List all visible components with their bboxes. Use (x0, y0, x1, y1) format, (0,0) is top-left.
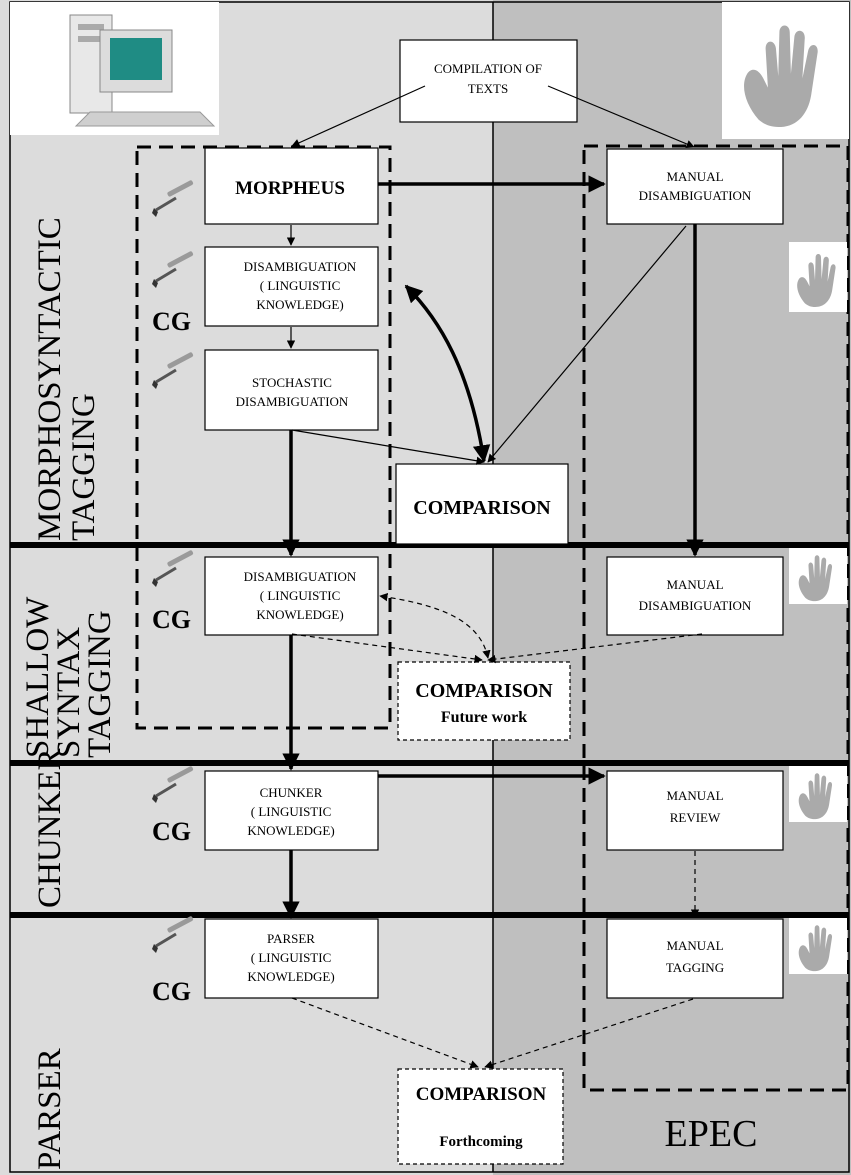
epec-label: EPEC (665, 1113, 758, 1155)
stage-separator (10, 760, 849, 766)
comparison-label: COMPARISON (415, 680, 553, 702)
automatic-group-outline (135, 145, 392, 730)
stage-label-shallow: SHALLOW (20, 596, 56, 758)
chunker-label: ( LINGUISTIC (251, 804, 332, 819)
comparison-box (397, 1068, 564, 1165)
compilation-label: COMPILATION OF (434, 61, 542, 76)
stage-separator (10, 542, 849, 548)
stage-separator (10, 912, 849, 918)
computer-icon (10, 2, 219, 135)
manual-review-label: REVIEW (670, 810, 721, 825)
manual-review-box (606, 770, 784, 851)
disambiguation-box (204, 556, 379, 636)
manual-disambiguation-box (606, 556, 784, 636)
comparison-label: Future work (441, 709, 527, 726)
stage-label-morphosyntactic: MORPHOSYNTACTIC (32, 217, 68, 541)
flow-arrow (547, 85, 695, 148)
manual-disambiguation-label: MANUAL (666, 169, 723, 184)
stage-label-shallow: SYNTAX (51, 627, 87, 758)
manual-disambiguation-box (606, 148, 784, 225)
chunker-label: CHUNKER (260, 785, 323, 800)
flow-arrow (291, 633, 483, 664)
comparison-label: COMPARISON (416, 1084, 547, 1105)
disambiguation-box (204, 246, 379, 327)
chunker-box (204, 770, 379, 851)
parser-box (204, 918, 379, 999)
manual-tagging-box (606, 918, 784, 999)
disambiguation-label: ( LINGUISTIC (260, 278, 341, 293)
stochastic-box (204, 349, 379, 431)
manual-disambiguation-label: DISAMBIGUATION (639, 188, 752, 203)
stage-label-shallow: TAGGING (82, 610, 118, 758)
compilation-label: TEXTS (468, 81, 508, 96)
epec-group-outline (582, 144, 850, 1092)
morpheus-label: MORPHEUS (235, 178, 345, 199)
stochastic-label: DISAMBIGUATION (236, 394, 349, 409)
manual-tagging-label: MANUAL (666, 938, 723, 953)
parser-label: ( LINGUISTIC (251, 950, 332, 965)
comparison-label: COMPARISON (413, 497, 551, 519)
disambiguation-label: DISAMBIGUATION (244, 259, 357, 274)
stage-label-chunker: CHUNKER (32, 748, 68, 908)
stochastic-label: STOCHASTIC (252, 375, 332, 390)
hand-icon (722, 2, 849, 139)
compilation-box (399, 39, 578, 123)
parser-label: PARSER (267, 931, 315, 946)
hand-icon (789, 242, 847, 312)
comparison-box (395, 463, 569, 545)
disambiguation-label: KNOWLEDGE) (256, 297, 343, 312)
morpheus-box (204, 147, 379, 225)
cg-label: CG (152, 605, 191, 634)
stage-label-parser: PARSER (32, 1048, 68, 1170)
stage-label-morphosyntactic: TAGGING (66, 393, 102, 541)
disambiguation-label: DISAMBIGUATION (244, 569, 357, 584)
manual-disambiguation-label: MANUAL (666, 577, 723, 592)
disambiguation-label: KNOWLEDGE) (256, 607, 343, 622)
manual-disambiguation-label: DISAMBIGUATION (639, 598, 752, 613)
flow-arrow (487, 225, 687, 463)
cg-label: CG (152, 977, 191, 1006)
disambiguation-label: ( LINGUISTIC (260, 588, 341, 603)
comparison-label: Forthcoming (439, 1134, 523, 1150)
flow-arrow (404, 284, 491, 463)
hand-icon (789, 918, 847, 974)
cg-label: CG (152, 307, 191, 336)
flow-arrow (379, 592, 491, 659)
flow-arrow (484, 998, 694, 1069)
manual-review-label: MANUAL (666, 788, 723, 803)
hand-icon (789, 766, 847, 822)
manual-tagging-label: TAGGING (666, 960, 724, 975)
hand-icon (789, 548, 847, 604)
cg-label: CG (152, 817, 191, 846)
parser-label: KNOWLEDGE) (247, 969, 334, 984)
chunker-label: KNOWLEDGE) (247, 823, 334, 838)
flow-arrow (291, 85, 426, 147)
comparison-box (397, 661, 571, 741)
flow-arrow (291, 997, 479, 1069)
